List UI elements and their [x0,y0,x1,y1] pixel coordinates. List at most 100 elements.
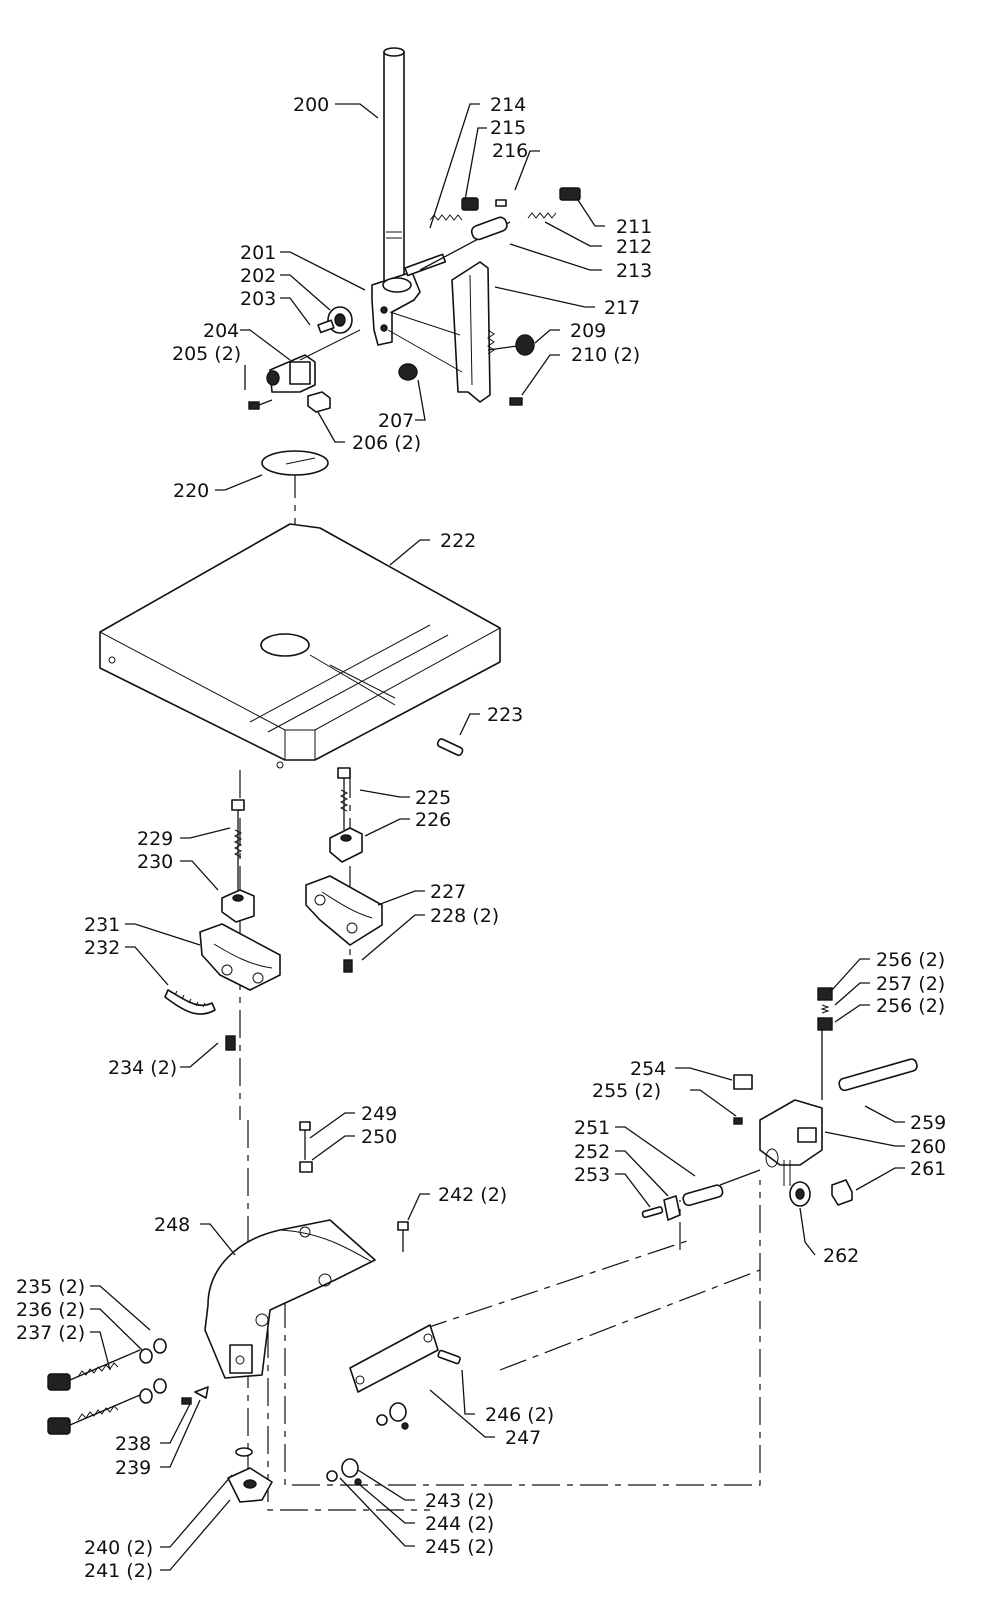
label-214: 214 [490,94,526,116]
knob-211-spring-212 [527,187,581,219]
label-202: 202 [240,265,276,287]
label-216: 216 [492,140,528,162]
bearing-202 [327,306,353,334]
screw-210 [509,397,523,406]
label-251: 251 [574,1117,610,1139]
trunnion-227 [305,875,383,946]
block-261 [831,1179,853,1206]
blade-guard-217 [451,261,495,403]
label-235: 235 (2) [16,1276,85,1298]
table-insert-220 [261,450,329,476]
label-249: 249 [361,1103,397,1125]
label-210: 210 (2) [571,344,640,366]
label-209: 209 [570,320,606,342]
knob-240-241 [227,1447,273,1503]
leader-lines [90,103,905,1571]
shaft-251 [682,1169,761,1207]
callout-labels: 200 214 215 216 211 212 213 201 202 203 … [16,94,946,1582]
label-203: 203 [240,288,276,310]
label-226: 226 [415,809,451,831]
label-248: 248 [154,1214,190,1236]
label-234: 234 (2) [108,1057,177,1079]
label-205: 205 (2) [172,343,241,365]
bearing-262 [789,1181,811,1207]
screw-255 [733,1117,743,1125]
label-241: 241 (2) [84,1560,153,1582]
label-207: 207 [378,410,414,432]
label-256-top: 256 (2) [876,949,945,971]
screw-242 [397,1221,409,1252]
label-228: 228 (2) [430,905,499,927]
label-260: 260 [910,1136,946,1158]
label-201: 201 [240,242,276,264]
pin-223 [436,738,464,757]
label-254: 254 [630,1058,666,1080]
label-240: 240 (2) [84,1537,153,1559]
bolt-249-nut-250 [299,1121,313,1173]
bushings-243-244-245 [326,1402,409,1486]
guide-post-200 [383,47,405,293]
label-262: 262 [823,1245,859,1267]
label-213: 213 [616,260,652,282]
screw-203 [317,319,335,334]
pin-216 [495,199,507,207]
trunnion-231 [199,923,281,991]
label-225: 225 [415,787,451,809]
label-212: 212 [616,236,652,258]
label-255: 255 (2) [592,1080,661,1102]
screw-205 [248,399,273,410]
label-256-bottom: 256 (2) [876,995,945,1017]
label-227: 227 [430,881,466,903]
clamp-230 [221,889,255,923]
scale-232 [164,989,216,1015]
label-246: 246 (2) [485,1404,554,1426]
screw-228 [343,959,353,973]
label-217: 217 [604,297,640,319]
knob-209 [487,334,535,356]
label-220: 220 [173,480,209,502]
label-250: 250 [361,1126,397,1148]
screw-246 [437,1349,461,1365]
label-243: 243 (2) [425,1490,494,1512]
label-238: 238 [115,1433,151,1455]
springs-256-257 [817,987,833,1031]
strap-247 [349,1324,439,1393]
label-231: 231 [84,914,120,936]
label-229: 229 [137,828,173,850]
label-247: 247 [505,1427,541,1449]
sleeve-213 [470,216,508,241]
label-206: 206 (2) [352,432,421,454]
label-215: 215 [490,117,526,139]
label-222: 222 [440,530,476,552]
label-204: 204 [203,320,239,342]
label-232: 232 [84,937,120,959]
label-259: 259 [910,1112,946,1134]
screw-253 [641,1206,664,1219]
label-223: 223 [487,704,523,726]
spring-214-screw-215 [429,197,479,221]
label-253: 253 [574,1164,610,1186]
thin-leader-lines-upper [387,311,463,373]
block-holder-204 [266,329,361,393]
guide-block-206 [307,391,331,413]
label-237: 237 (2) [16,1322,85,1344]
label-239: 239 [115,1457,151,1479]
bolt-229 [231,799,245,892]
label-245: 245 (2) [425,1536,494,1558]
trunnion-support-248 [204,1219,376,1379]
washers-235-236 [139,1338,167,1404]
bracket-252 [663,1195,681,1221]
knob-207 [398,363,418,381]
label-257: 257 (2) [876,973,945,995]
knobs-237 [47,1349,141,1435]
lower-guide-bracket-260 [759,1030,823,1186]
clamp-226 [329,827,363,863]
label-200: 200 [293,94,329,116]
guide-bracket-201 [371,221,511,346]
label-252: 252 [574,1141,610,1163]
screw-234 [225,1035,236,1051]
label-242: 242 (2) [438,1184,507,1206]
label-236: 236 (2) [16,1299,85,1321]
label-211: 211 [616,216,652,238]
